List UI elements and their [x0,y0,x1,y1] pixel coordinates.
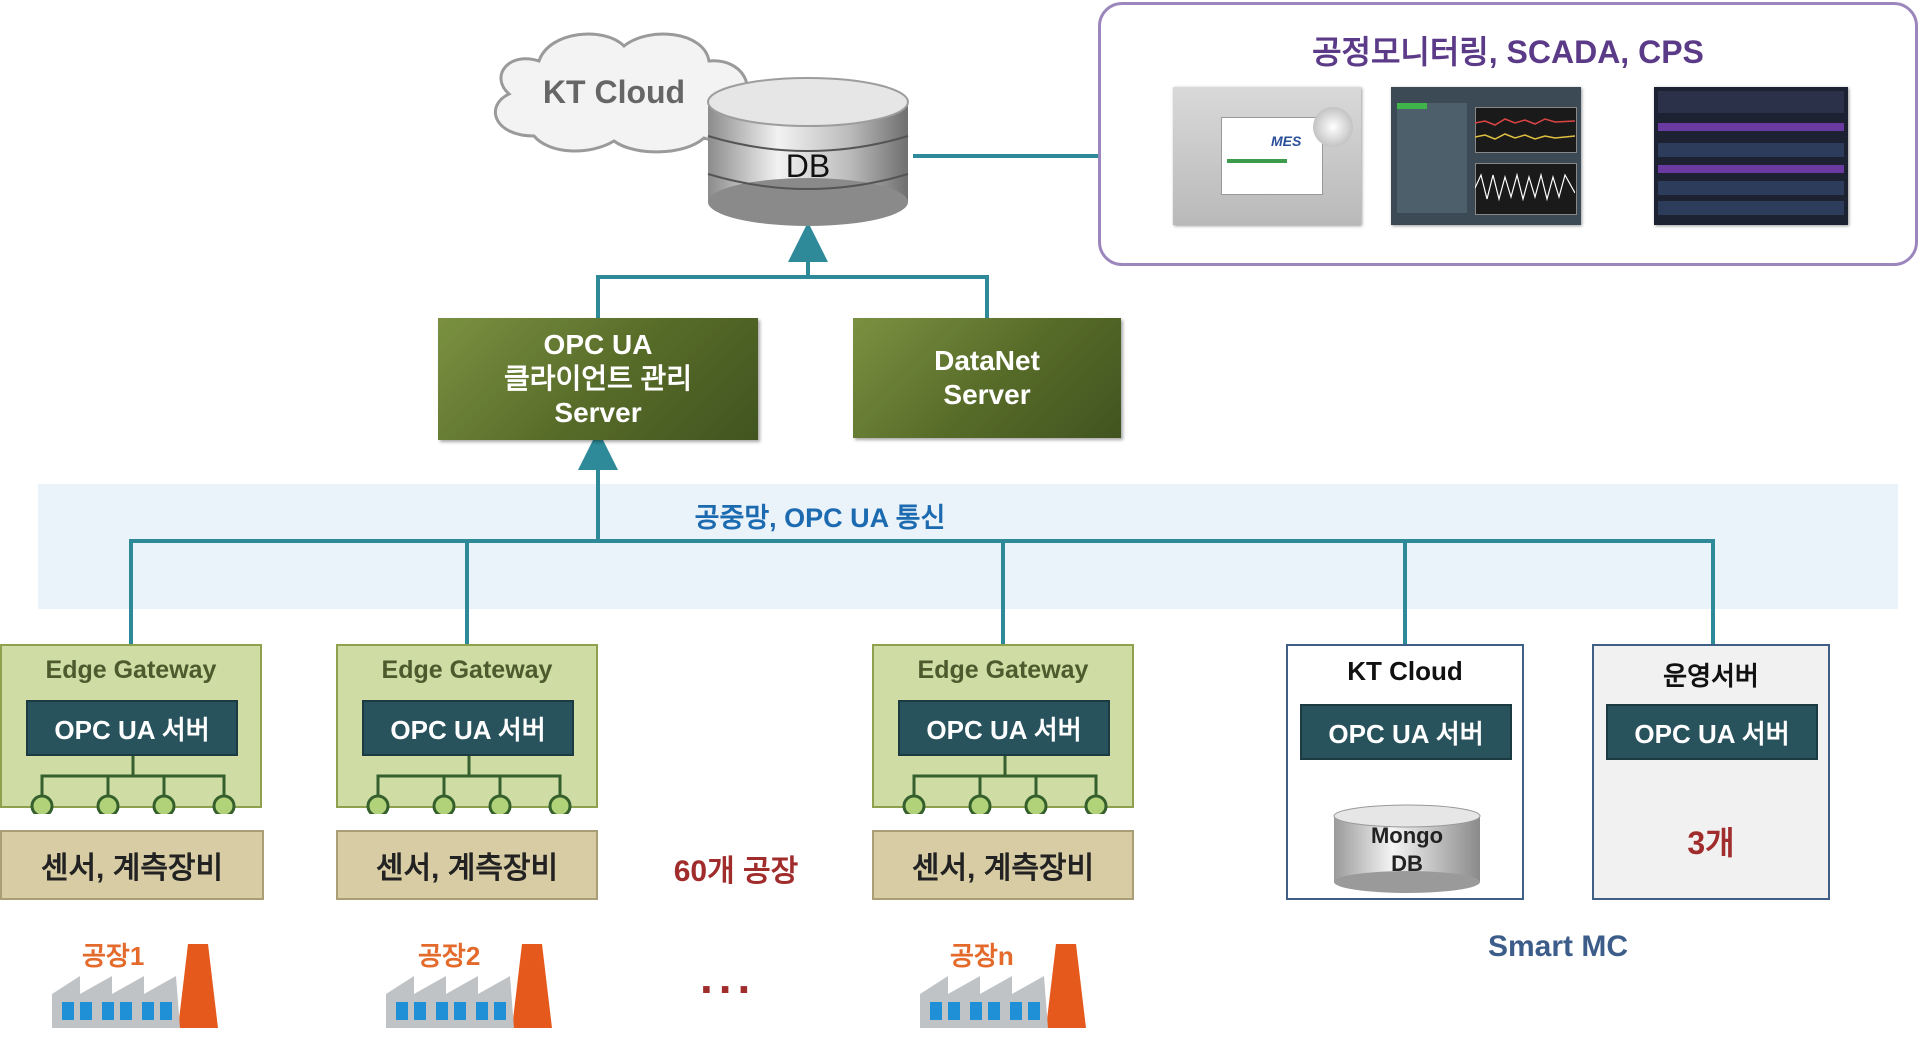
monitoring-title: 공정모니터링, SCADA, CPS [1312,34,1704,70]
edge-gateway-title: Edge Gateway [381,656,553,684]
database-label: DB [785,148,831,184]
cloud-label: KT Cloud [542,74,686,110]
edge-gateway-1: Edge Gateway OPC UA 서버 [0,644,262,814]
sensor-bus-icon [30,756,236,814]
ops-server-count: 3개 [1687,825,1735,861]
opc-ua-server: OPC UA 서버 [898,700,1110,756]
edge-gateway-2: Edge Gateway OPC UA 서버 [336,644,598,814]
factory-icon [386,944,552,1028]
opc-ua-server: OPC UA 서버 [1606,704,1818,760]
sensor-bus-icon [366,756,572,814]
datanet-server-line1: DataNet [934,345,1040,376]
factory-label-2: 공장2 [418,941,481,971]
opc-ua-server: OPC UA 서버 [26,700,238,756]
opc-client-server-line1: OPC UA [543,329,653,360]
sensor-box: 센서, 계측장비 [336,830,598,900]
mes-logo: MES [1271,133,1302,149]
opc-ua-server: OPC UA 서버 [1300,704,1512,760]
smart-mc-label: Smart MC [1487,930,1629,963]
factory-icon [920,944,1086,1028]
mongo-db-line1: Mongo [1370,823,1444,848]
bus-line [129,539,1715,644]
mongo-db-line2: DB [1391,851,1423,876]
ops-server-title: 운영서버 [1663,661,1759,691]
opc-ua-server: OPC UA 서버 [362,700,574,756]
scada-screen [1391,87,1581,225]
factory-label-1: 공장1 [82,941,145,971]
edge-gateway-n: Edge Gateway OPC UA 서버 [872,644,1134,814]
cloud-icon [493,32,749,154]
ellipsis-label: ... [700,951,757,1003]
sensor-box: 센서, 계측장비 [0,830,264,900]
opc-client-server-line3: Server [554,397,642,428]
opc-client-server: OPC UA 클라이언트 관리 Server [438,318,758,440]
network-band [38,484,1898,609]
cps-screen [1654,87,1848,225]
network-label: 공중망, OPC UA 통신 [694,503,946,533]
edge-gateway-title: Edge Gateway [45,656,217,684]
mes-screen: MES [1173,87,1361,225]
factory-icon [52,944,218,1028]
datanet-server: DataNet Server [853,318,1121,438]
opc-client-server-line2: 클라이언트 관리 [503,363,693,394]
ops-server-box: 운영서버 OPC UA 서버 3개 [1592,644,1830,900]
mongo-db-icon [1333,804,1481,893]
edge-gateway-title: Edge Gateway [917,656,1089,684]
factory-label-n: 공장n [950,941,1014,971]
kt-cloud-box: KT Cloud OPC UA 서버 Mongo DB [1286,644,1524,900]
monitoring-panel: 공정모니터링, SCADA, CPS MES [1098,2,1918,266]
kt-cloud-title: KT Cloud [1347,656,1463,686]
sensor-bus-icon [902,756,1108,814]
datanet-server-line2: Server [943,379,1031,410]
sensor-box: 센서, 계측장비 [872,830,1134,900]
database-icon [707,77,909,226]
mongo-db-label: Mongo DB [1332,822,1482,878]
factory-count-label: 60개 공장 [673,855,799,888]
